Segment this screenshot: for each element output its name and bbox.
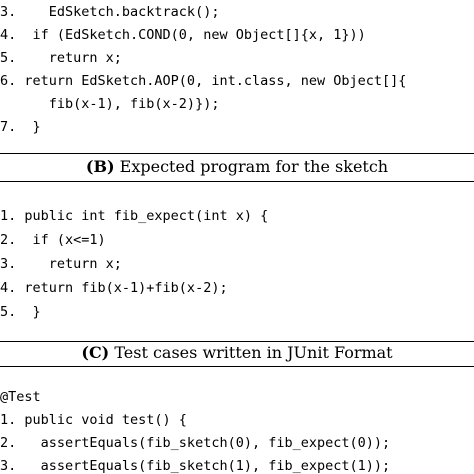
code-line: 7. }	[0, 119, 41, 135]
caption-c: (C) Test cases written in JUnit Format	[0, 343, 474, 363]
code-line: 4. return fib(x-1)+fib(x-2);	[0, 280, 228, 296]
caption-bottom-rule	[0, 181, 474, 182]
code-line: 3. EdSketch.backtrack();	[0, 4, 220, 20]
caption-c-label: (C)	[81, 343, 110, 362]
code-line: 5. return x;	[0, 50, 122, 66]
code-line: @Test	[0, 389, 41, 405]
code-line: 2. assertEquals(fib_sketch(0), fib_expec…	[0, 435, 391, 451]
code-line: 2. if (x<=1)	[0, 232, 106, 248]
code-line: 3. return x;	[0, 256, 122, 272]
caption-c-text: Test cases written in JUnit Format	[109, 343, 393, 362]
code-line: 6. return EdSketch.AOP(0, int.class, new…	[0, 73, 407, 89]
code-line: 5. }	[0, 304, 41, 320]
caption-top-rule	[0, 153, 474, 154]
caption-b-text: Expected program for the sketch	[114, 157, 389, 176]
caption-b: (B) Expected program for the sketch	[0, 157, 474, 177]
code-line: 3. assertEquals(fib_sketch(1), fib_expec…	[0, 458, 391, 474]
code-line: 4. if (EdSketch.COND(0, new Object[]{x, …	[0, 27, 366, 43]
code-line: 1. public int fib_expect(int x) {	[0, 208, 269, 224]
code-line: fib(x-1), fib(x-2)});	[0, 96, 220, 112]
caption-bottom-rule	[0, 366, 474, 367]
caption-top-rule	[0, 341, 474, 342]
caption-b-label: (B)	[85, 157, 115, 176]
code-line: 1. public void test() {	[0, 412, 187, 428]
